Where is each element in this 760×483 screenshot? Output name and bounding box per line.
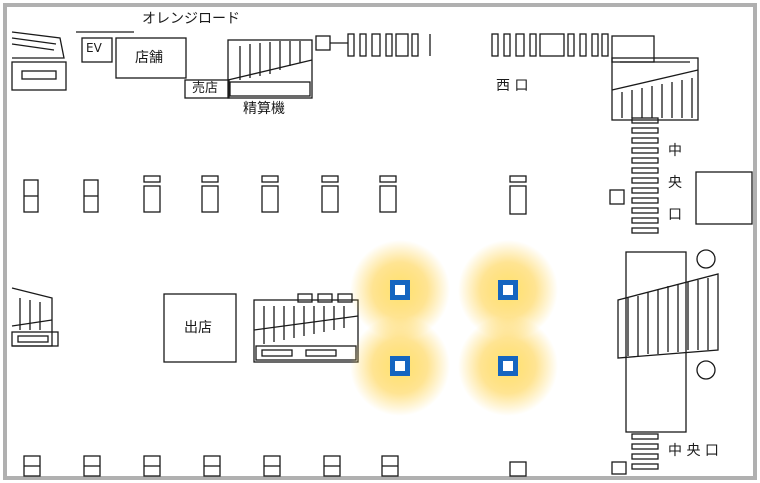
escalator-top-center <box>227 35 348 99</box>
pillar-marker[interactable] <box>390 280 410 300</box>
highlight-markers <box>350 240 558 416</box>
kiosk-box <box>184 79 230 99</box>
central-exit-char: 央 <box>668 175 682 191</box>
gates-west <box>347 33 431 57</box>
pillar-marker[interactable] <box>498 356 518 376</box>
map-frame <box>3 3 757 480</box>
gates-west-exit <box>491 33 655 63</box>
shop-label: 店舗 <box>135 50 163 66</box>
escalator-top-left <box>11 31 67 91</box>
popup-shop-box <box>163 293 237 363</box>
elevator-label: EV <box>86 41 102 55</box>
central-exit-label: 中 央 口 <box>668 443 719 459</box>
kiosk-label: 売店 <box>192 81 219 96</box>
central-exit-char: 中 <box>668 143 682 159</box>
gates-central <box>609 117 753 234</box>
central-exit-char: 口 <box>668 207 682 223</box>
escalator-right-top <box>611 57 699 121</box>
escalator-left-middle <box>11 287 59 347</box>
popup-shop-label: 出店 <box>184 320 212 336</box>
fare-adjust-label: 精算機 <box>243 101 285 117</box>
shop-box <box>115 37 187 79</box>
escalator-center <box>253 293 359 363</box>
west-exit-label: 西 口 <box>496 78 529 94</box>
elevator-box <box>81 37 113 63</box>
pillars-row <box>23 175 527 215</box>
escalator-right-middle <box>617 249 719 433</box>
orange-road-label: オレンジロード <box>142 11 240 27</box>
pillar-marker[interactable] <box>498 280 518 300</box>
gates-bottom <box>611 433 659 475</box>
pillar-marker[interactable] <box>390 356 410 376</box>
pillars-bottom <box>23 455 527 477</box>
